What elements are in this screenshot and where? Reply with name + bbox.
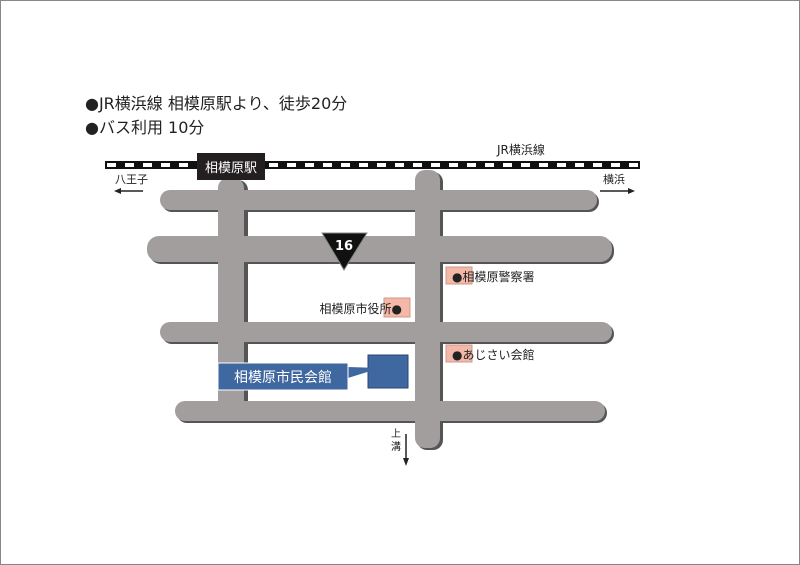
road-v1 [218, 178, 244, 418]
city-hall-marker [383, 297, 411, 318]
police-marker [445, 266, 473, 285]
ajisai-marker [445, 344, 473, 363]
route-number: 16 [335, 239, 353, 254]
roads [147, 170, 612, 448]
police-label: ●相模原警察署 [452, 269, 534, 284]
south-direction: 上溝 [391, 428, 401, 453]
access-train: ●JR横浜線 相模原駅より、徒歩20分 [85, 94, 348, 113]
venue-label-box [217, 362, 349, 391]
station-name: 相模原駅 [205, 161, 257, 176]
railway-line [105, 161, 640, 169]
venue-label: 相模原市民会館 [234, 369, 332, 386]
road-v2 [415, 170, 440, 448]
arrow-left-icon [114, 188, 143, 194]
arrow-right-icon [600, 188, 635, 194]
road-h1 [160, 190, 597, 210]
arrow-down-icon [403, 434, 409, 466]
route-shield-icon [321, 232, 368, 271]
venue-building [367, 354, 409, 389]
road-route16 [147, 236, 612, 262]
venue-callout-pointer [348, 367, 380, 378]
road-h3 [160, 322, 612, 342]
west-direction: 八王子 [115, 173, 148, 186]
access-bus: ●バス利用 10分 [85, 118, 205, 137]
railway-name: JR横浜線 [496, 142, 545, 157]
east-direction: 横浜 [603, 172, 625, 186]
ajisai-label: ●あじさい会館 [452, 347, 534, 362]
station-box [197, 153, 265, 180]
road-h4 [175, 401, 605, 421]
city-hall-label: 相模原市役所● [320, 301, 402, 316]
